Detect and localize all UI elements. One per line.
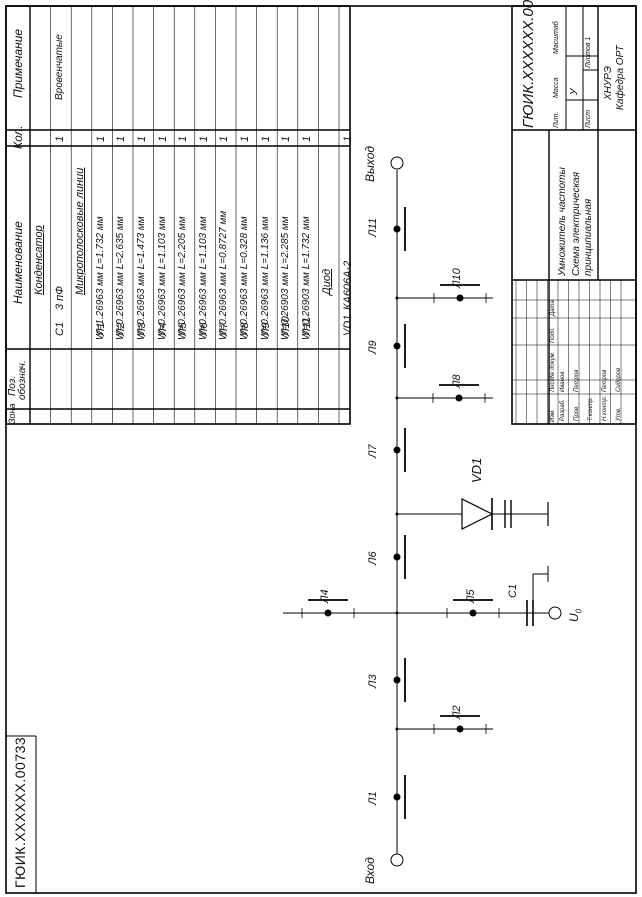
tb-rev-header-0: Изм. — [550, 409, 556, 422]
tb-rev-header-3: Подп. — [550, 327, 556, 343]
bias-terminal — [548, 606, 562, 620]
tb-org-2: Кафедра ОРТ — [615, 45, 626, 110]
L4-node — [324, 609, 332, 617]
tb-rev-header-1: Лист — [550, 376, 556, 392]
tb-lit-value: У — [569, 88, 580, 95]
tb-rev-header-2: № докум. — [550, 351, 556, 378]
tb-sheet-label: Лист — [585, 109, 592, 128]
junction-1 — [395, 611, 399, 615]
tb-scale-header: Масштаб — [553, 21, 560, 54]
tb-org-1: ХНУРЭ — [603, 66, 614, 100]
L2-node — [456, 725, 464, 733]
junction-4 — [395, 296, 399, 300]
L6-node — [393, 553, 401, 561]
L11-node — [393, 225, 401, 233]
bom-border — [5, 5, 351, 425]
tb-role-0: Разраб. — [560, 399, 566, 421]
L10-node — [456, 294, 464, 302]
tb-name-1: Петров — [574, 369, 580, 392]
output-terminal — [390, 156, 404, 170]
tb-rev-header-4: Дата — [550, 300, 556, 316]
tb-name-0: Иванов — [560, 371, 566, 392]
input-terminal — [390, 853, 404, 867]
tb-mass-header: Масса — [553, 77, 560, 98]
L5-node — [469, 609, 477, 617]
L9-node — [393, 342, 401, 350]
tb-role-3: Н.контр. — [602, 395, 608, 421]
junction-3 — [395, 396, 399, 400]
L7-node — [393, 446, 401, 454]
tb-name-4: Сидоров — [616, 367, 622, 392]
tb-role-1: Пров. — [574, 405, 580, 421]
tb-title-1: Умножитель частоты — [557, 167, 568, 276]
tb-sheets-label: Листов 1 — [585, 36, 592, 68]
tb-role-2: Т.контр. — [588, 396, 594, 421]
tb-role-4: Утв. — [616, 407, 622, 421]
VD1-diode-triangle — [461, 498, 494, 530]
tb-title-2: Схема электрическая — [571, 171, 582, 276]
junction-0 — [395, 727, 399, 731]
title-block-border — [511, 5, 637, 425]
L8-node — [455, 394, 463, 402]
tb-lit-header: Лит. — [553, 111, 560, 128]
tb-title-3: принципиальная — [583, 198, 594, 276]
L3-node — [393, 676, 401, 684]
tb-code: ГЮИК.XXXXXX.00733 — [520, 0, 537, 128]
L1-node — [393, 793, 401, 801]
tb-name-3: Петров — [602, 369, 608, 392]
